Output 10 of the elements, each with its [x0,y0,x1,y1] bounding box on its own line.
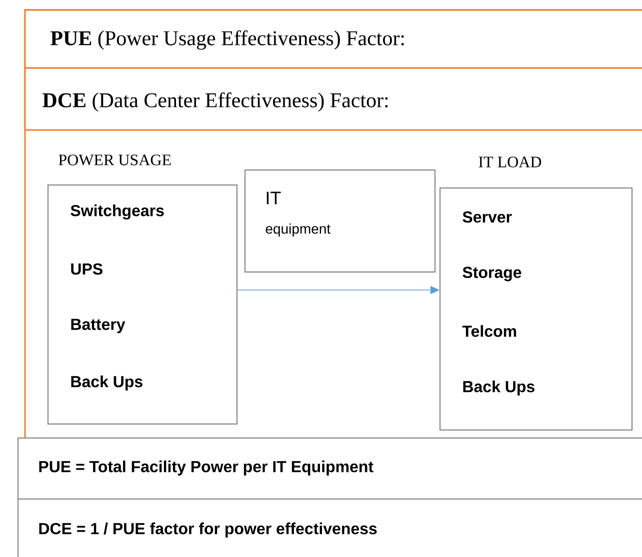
list-box: POWER USAGE Switchgears UPS Battery Back Ups [48,154,238,424]
list-box: IT LOAD Server Storage Telcom Back Ups [440,156,632,430]
heading-band: PUE (Power Usage Effectiveness) Factor: [24,9,642,69]
node-label: PUE = Total Facility Power per IT Equipment [39,460,374,476]
process-box: IT equipment [244,170,436,272]
node-label: POWER USAGE [58,154,171,166]
node-label: IT LOAD [478,156,542,168]
formula-box: PUE = Total Facility Power per IT Equipment [18,438,642,500]
formula-box: DCE = 1 / PUE factor for power effectiveness [18,498,642,557]
heading-band: DCE (Data Center Effectiveness) Factor: [24,67,642,131]
